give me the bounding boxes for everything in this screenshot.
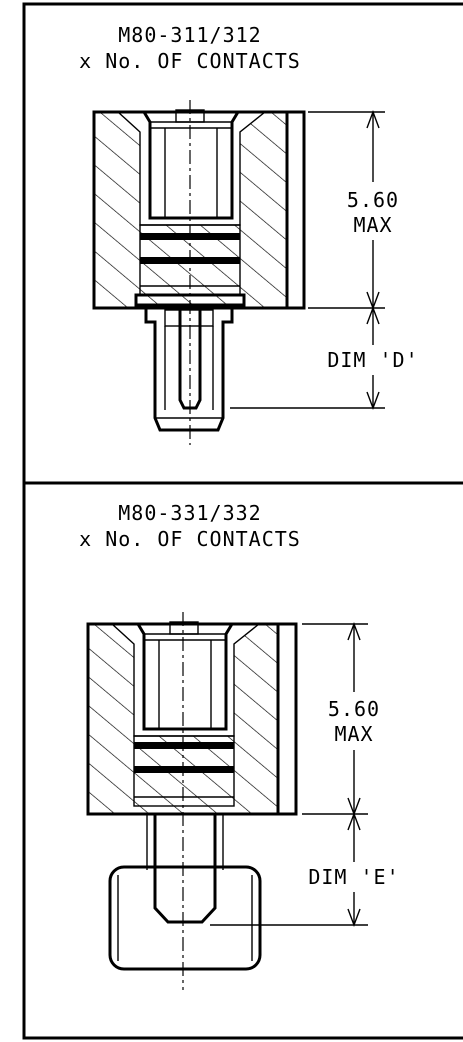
bottom-dim-unit: MAX — [334, 722, 373, 746]
drawing-frame — [22, 2, 463, 1040]
bottom-subtitle: x No. OF CONTACTS — [79, 527, 301, 551]
top-dim-label: DIM 'D' — [327, 348, 418, 372]
top-dim-unit: MAX — [353, 213, 392, 237]
bottom-contact-pin — [108, 612, 262, 990]
bottom-dimensions: 5.60 MAX DIM 'E' — [210, 622, 399, 927]
top-contact-pin — [134, 100, 246, 445]
bottom-dim-label: DIM 'E' — [308, 865, 399, 889]
top-dimensions: 5.60 MAX DIM 'D' — [230, 110, 418, 410]
top-part-number: M80-311/312 — [118, 23, 261, 47]
bottom-view: M80-331/332 x No. OF CONTACTS — [79, 501, 399, 990]
top-dim-value: 5.60 — [347, 188, 399, 212]
top-subtitle: x No. OF CONTACTS — [79, 49, 301, 73]
bottom-housing-section — [86, 622, 298, 816]
bottom-dim-value: 5.60 — [328, 697, 380, 721]
bottom-part-number: M80-331/332 — [118, 501, 261, 525]
top-housing-section — [92, 110, 306, 310]
top-view: M80-311/312 x No. OF CONTACTS — [79, 23, 418, 445]
